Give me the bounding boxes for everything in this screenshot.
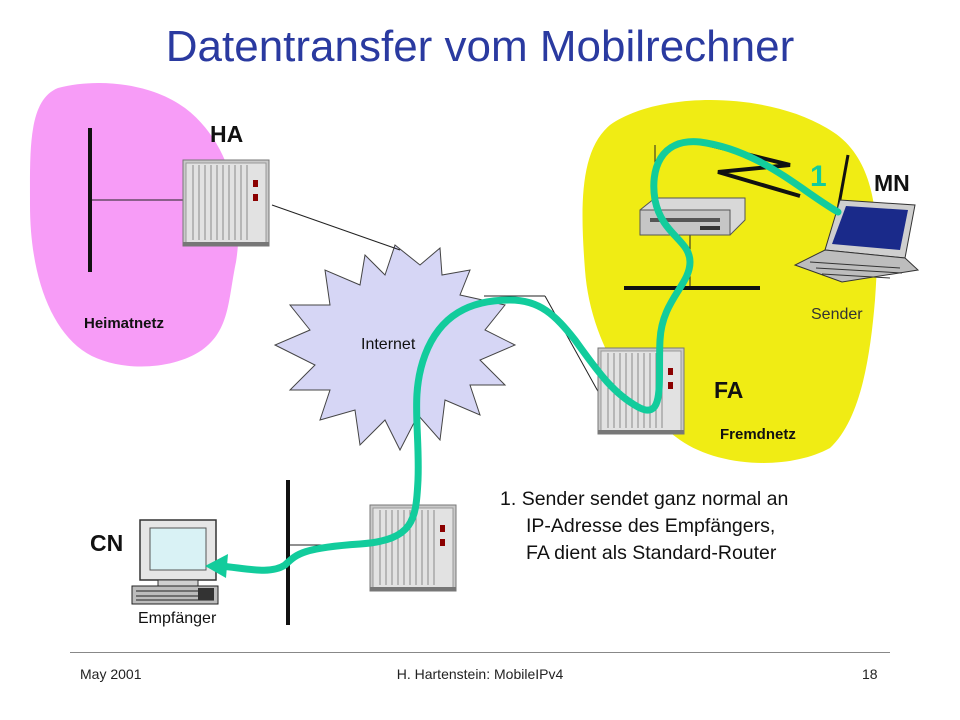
data-path-arrowhead [205,554,228,578]
label-fa: FA [714,377,744,403]
step-marker: 1 [810,160,827,193]
step-line-3: FA dient als Standard-Router [526,542,777,564]
slide-title: Datentransfer vom Mobilrechner [165,22,795,71]
label-ha: HA [210,121,244,147]
label-empfaenger: Empfänger [138,610,217,627]
label-internet: Internet [361,336,416,353]
step-line-2: IP-Adresse des Empfängers, [526,515,776,537]
internet-cloud [273,244,517,452]
data-path [216,138,842,574]
laptop-icon [793,199,920,283]
footer-date: May 2001 [80,666,142,682]
home-agent-router [182,159,270,247]
label-fremdnetz: Fremdnetz [720,426,796,443]
network-segments [88,128,760,625]
step-description: 1. Sender sendet ganz normal an IP-Adres… [500,486,788,567]
footer-page-number: 18 [862,666,878,682]
label-mn: MN [874,170,910,196]
heimatnetz-area [29,82,239,367]
step-line-1: Sender sendet ganz normal an [521,488,789,510]
desktop-computer-icon [131,519,219,605]
foreign-agent-router [597,347,685,435]
label-heimatnetz: Heimatnetz [84,315,165,332]
step-number: 1. [500,488,517,510]
label-cn: CN [90,530,124,556]
label-sender: Sender [811,306,863,323]
footer-divider [70,652,890,653]
footer-author: H. Hartenstein: MobileIPv4 [396,666,564,682]
